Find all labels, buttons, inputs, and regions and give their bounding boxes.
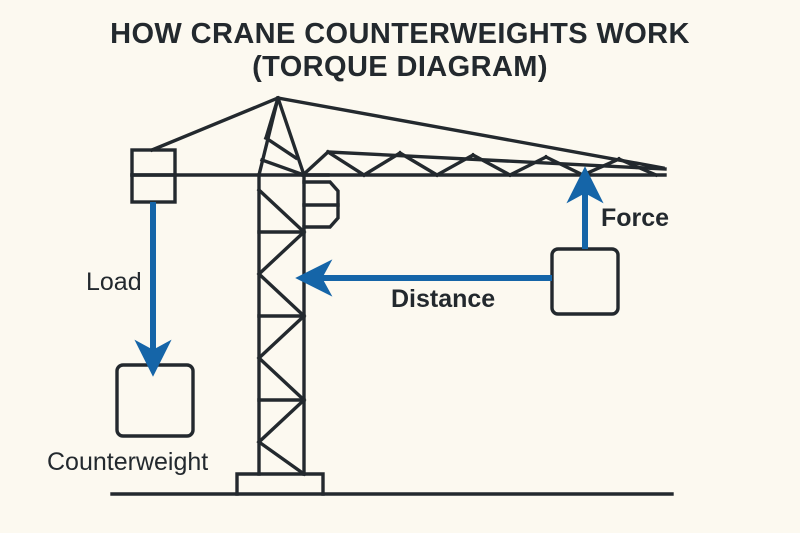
- force-label: Force: [601, 204, 670, 232]
- mast-bracing: [256, 187, 307, 477]
- jib-truss: [300, 149, 667, 178]
- a-frame: [256, 95, 307, 178]
- mast-base: [235, 472, 325, 496]
- counterweight-tie: [149, 95, 281, 153]
- jib-tie: [276, 96, 665, 170]
- hanging-counterweight-box: [115, 363, 195, 438]
- load-label: Load: [86, 268, 142, 296]
- load-block: [550, 247, 620, 316]
- counterweight-label: Counterweight: [47, 448, 209, 476]
- distance-label: Distance: [391, 285, 496, 313]
- operator-cab: [302, 180, 340, 229]
- mast-rails: [257, 173, 306, 476]
- counterweight-block: [130, 148, 177, 204]
